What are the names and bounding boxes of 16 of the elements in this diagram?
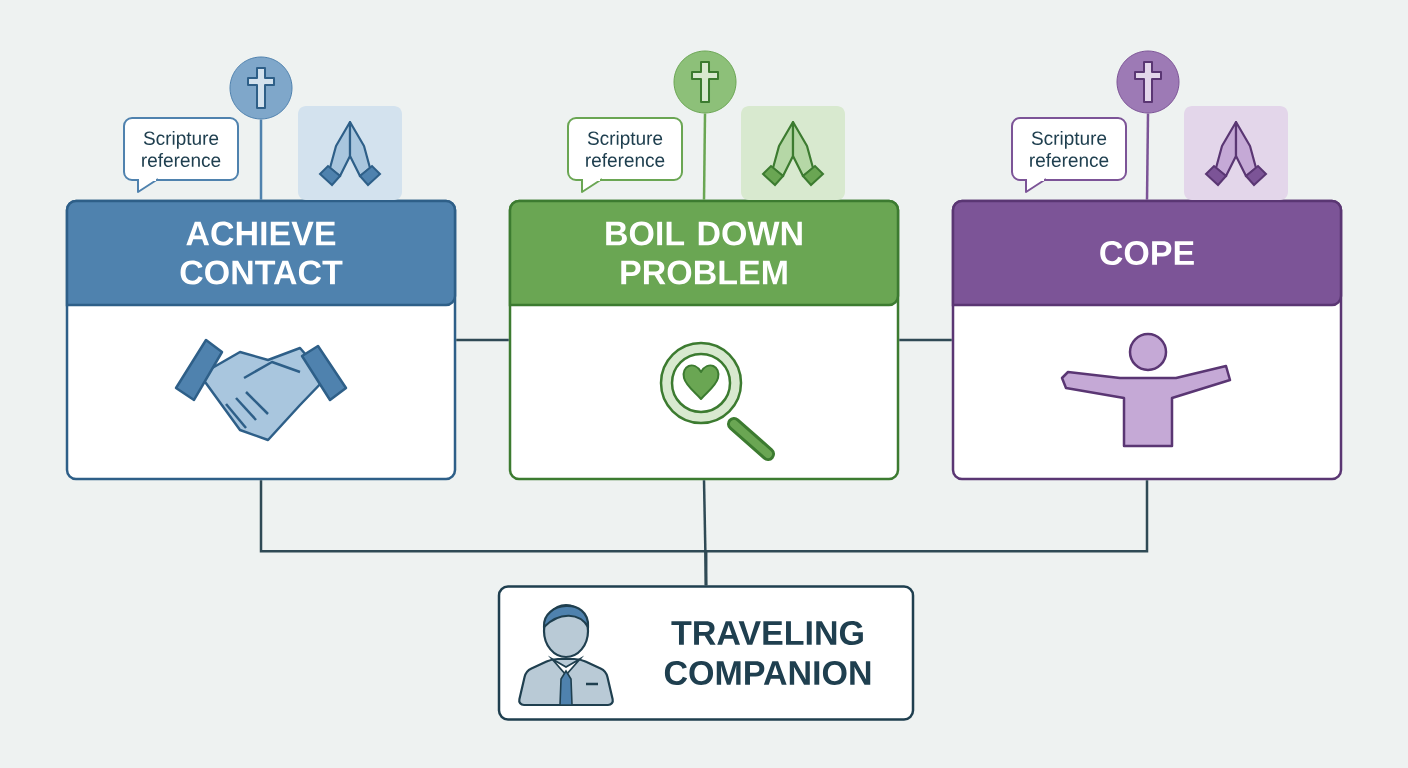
connector-line	[899, 338, 952, 342]
role-box: TRAVELING COMPANION	[497, 585, 915, 721]
connector-line	[259, 119, 263, 200]
cross-icon	[1116, 50, 1180, 114]
speech-bubble: Scripture reference	[1011, 117, 1127, 193]
connector-line	[704, 480, 1149, 586]
step-card: ACHIEVE CONTACT	[65, 199, 457, 481]
connector-line	[456, 338, 509, 342]
step-card: BOIL DOWN PROBLEM	[508, 199, 900, 481]
connector-line	[1145, 113, 1150, 200]
speech-bubble: Scripture reference	[567, 117, 683, 193]
cross-icon	[229, 56, 293, 120]
connector-line	[702, 113, 707, 200]
cross-icon	[673, 50, 737, 114]
step-card: COPE	[951, 199, 1343, 481]
speech-bubble: Scripture reference	[123, 117, 239, 193]
